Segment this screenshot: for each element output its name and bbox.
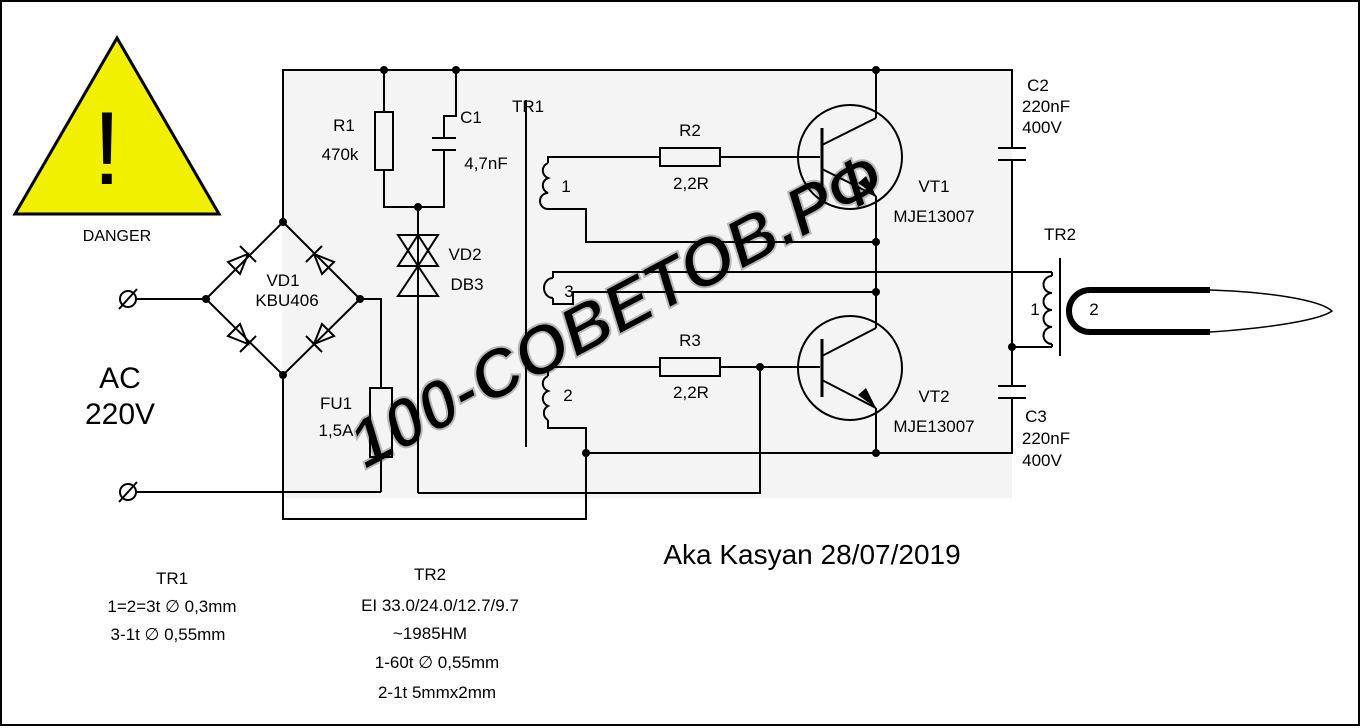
c2-ref: C2: [1027, 76, 1049, 95]
r2-value: 2,2R: [673, 174, 709, 193]
c1-ref: C1: [460, 108, 482, 127]
tr2-notes-line-1: EI 33.0/24.0/12.7/9.7: [361, 596, 519, 615]
r2-symbol: [659, 147, 721, 167]
r1-ref: R1: [333, 116, 355, 135]
vt1-value: MJE13007: [893, 207, 974, 226]
r1-symbol: [374, 111, 394, 171]
tr1-notes-title: TR1: [156, 569, 188, 588]
tr2-notes-line-2: ~1985HM: [393, 624, 467, 643]
tr1-winding-3-label: 3: [564, 282, 573, 301]
tr1-notes-line-1: 1=2=3t ∅ 0,3mm: [107, 597, 236, 616]
vt1-ref: VT1: [918, 177, 949, 196]
r2-ref: R2: [679, 121, 701, 140]
danger-label: DANGER: [83, 228, 151, 245]
c1-symbol: [432, 137, 456, 151]
warning-exclamation: !: [93, 91, 122, 207]
author-signature: Aka Kasyan 28/07/2019: [663, 539, 960, 570]
r3-ref: R3: [679, 331, 701, 350]
fuse-symbol: [369, 387, 393, 458]
vd2-value: DB3: [450, 275, 483, 294]
vd1-value: KBU406: [255, 291, 318, 310]
vd1-ref: VD1: [266, 271, 299, 290]
c3-symbol: [998, 385, 1026, 399]
tr2-winding-2-label: 2: [1089, 300, 1098, 319]
fu1-value: 1,5A: [319, 421, 355, 440]
circuit-background: [282, 70, 1012, 498]
vd2-diac-symbol: [396, 233, 440, 297]
tr1-winding-3: [543, 277, 554, 299]
vt2-ref: VT2: [918, 387, 949, 406]
tr2-ref: TR2: [1044, 225, 1076, 244]
danger-warning-icon: !: [12, 35, 222, 216]
fu1-ref: FU1: [320, 394, 352, 413]
tr2-winding-1-label: 1: [1030, 300, 1039, 319]
c2-symbol: [998, 147, 1026, 161]
tr1-ref: TR1: [512, 97, 544, 116]
voltage-label: 220V: [85, 398, 155, 431]
tr2-notes-line-3: 1-60t ∅ 0,55mm: [375, 653, 499, 672]
vt2-transistor-symbol: [797, 315, 903, 421]
c1-value: 4,7nF: [464, 154, 507, 173]
r1-value: 470k: [322, 145, 359, 164]
c2-voltage: 400V: [1022, 118, 1062, 137]
tr1-winding-1-label: 1: [561, 177, 570, 196]
tr2-secondary-loop: [1066, 287, 1334, 335]
ac-label: AC: [99, 362, 141, 395]
tr1-winding-2-label: 2: [563, 386, 572, 405]
tr2-notes-title: TR2: [414, 565, 446, 584]
vt1-transistor-symbol: [797, 104, 903, 210]
tr1-winding-2: [541, 375, 551, 421]
bridge-rectifier-symbol: [204, 220, 362, 377]
c3-value: 220nF: [1022, 429, 1070, 448]
c2-value: 220nF: [1022, 97, 1070, 116]
vd2-ref: VD2: [448, 245, 481, 264]
r3-value: 2,2R: [673, 383, 709, 402]
tr2-primary-winding: [1042, 275, 1053, 345]
r3-symbol: [659, 357, 721, 377]
c3-voltage: 400V: [1022, 451, 1062, 470]
tr1-notes-line-2: 3-1t ∅ 0,55mm: [111, 625, 226, 644]
tr2-notes-line-4: 2-1t 5mmx2mm: [378, 683, 496, 702]
c3-ref: C3: [1025, 407, 1047, 426]
vt2-value: MJE13007: [893, 417, 974, 436]
tr1-winding-1: [539, 162, 551, 210]
